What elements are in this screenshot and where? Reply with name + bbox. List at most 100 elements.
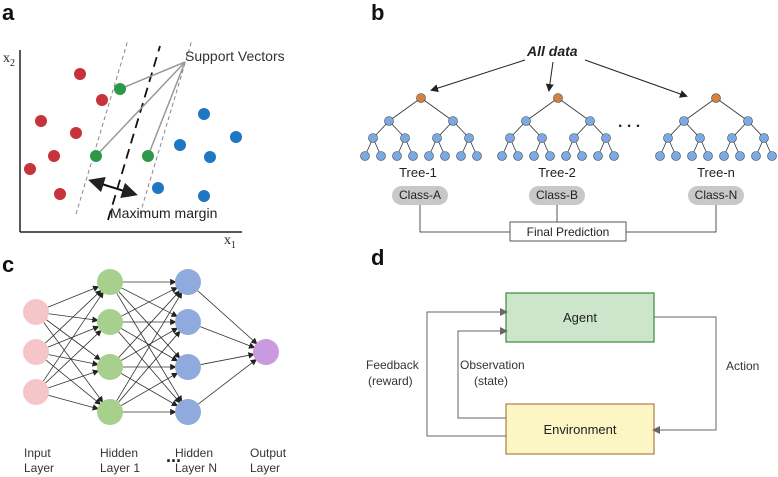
- support-vectors-label: Support Vectors: [185, 48, 285, 64]
- blue-point: [198, 190, 210, 202]
- tree-node: [687, 151, 697, 161]
- sv-pointer-3: [147, 61, 186, 157]
- tree-node: [601, 133, 611, 143]
- environment-label: Environment: [544, 422, 617, 437]
- class-n-box: [688, 186, 744, 205]
- tree-2-label: Tree-2: [538, 165, 576, 180]
- margin-boundary-left: [75, 39, 129, 215]
- tree-node: [655, 151, 665, 161]
- decision-tree-n: [655, 93, 777, 161]
- red-point: [96, 94, 108, 106]
- class-n-label: Class-N: [695, 188, 738, 202]
- tree-node: [448, 116, 458, 126]
- nn-connection: [48, 354, 99, 367]
- observation-label: Observation(state): [460, 358, 525, 388]
- svm-y-axis-label: x2: [3, 51, 15, 69]
- tree-edge: [683, 97, 717, 122]
- tree-node-selected: [553, 93, 563, 103]
- tree-node: [719, 151, 729, 161]
- all-data-arrow-2: [545, 61, 554, 92]
- rl-panel: Agent Environment Action Feedback(reward…: [366, 292, 759, 455]
- tree-node: [360, 151, 370, 161]
- nn-connection: [42, 291, 104, 382]
- nn-connection: [48, 395, 99, 411]
- hidden-n-neuron: [175, 269, 201, 295]
- final-prediction-label: Final Prediction: [527, 225, 610, 239]
- red-point: [70, 127, 82, 139]
- forest-panel: All data . . . Tree-1 Tree-2 Tree-n Clas…: [360, 43, 777, 242]
- tree-node: [679, 116, 689, 126]
- nn-connection: [116, 291, 183, 402]
- hidden-1-neuron: [97, 309, 123, 335]
- tree-node: [392, 151, 402, 161]
- nn-connection: [200, 352, 255, 365]
- panel-label-a: a: [2, 0, 15, 25]
- agent-box: [505, 292, 655, 343]
- tree-node: [577, 151, 587, 161]
- decision-boundary: [107, 45, 161, 221]
- max-margin-arrow: [88, 176, 138, 199]
- all-data-label: All data: [526, 43, 578, 59]
- sv-pointer-2: [95, 61, 186, 157]
- tree-edge: [557, 97, 591, 122]
- panel-label-d: d: [371, 245, 384, 270]
- hidden-n-neuron: [175, 354, 201, 380]
- nn-connection: [48, 369, 100, 389]
- panel-label-c: c: [2, 252, 14, 277]
- hidden-n-neuron: [175, 399, 201, 425]
- tree-node: [424, 151, 434, 161]
- margin-boundary-right: [139, 39, 193, 215]
- support-vector-point: [114, 83, 126, 95]
- tree-node: [456, 151, 466, 161]
- tree-node: [529, 151, 539, 161]
- svm-x-axis-label: x1: [224, 233, 236, 251]
- tree-node: [376, 151, 386, 161]
- feedback-label: Feedback(reward): [366, 358, 420, 388]
- tree-node: [703, 151, 713, 161]
- tree-node: [663, 133, 673, 143]
- nn-connections: [42, 278, 258, 416]
- nn-connection: [121, 372, 179, 406]
- output-neuron: [253, 339, 279, 365]
- tree-node: [759, 133, 769, 143]
- tree-node: [593, 151, 603, 161]
- class-a-label: Class-A: [399, 188, 441, 202]
- support-vector-point: [90, 150, 102, 162]
- tree-edge: [525, 97, 559, 122]
- hidden-1-neuron: [97, 399, 123, 425]
- nn-connection: [199, 326, 256, 349]
- tree-1-label: Tree-1: [399, 165, 437, 180]
- blue-point: [204, 151, 216, 163]
- tree-node: [743, 116, 753, 126]
- nn-connection: [121, 327, 179, 361]
- tree-node: [767, 151, 777, 161]
- environment-box: [505, 403, 655, 455]
- hidden-1-neuron: [97, 269, 123, 295]
- tree-node: [751, 151, 761, 161]
- input-neuron: [23, 379, 49, 405]
- tree-node-selected: [711, 93, 721, 103]
- tree-node: [585, 116, 595, 126]
- nn-connection: [198, 358, 257, 405]
- tree-node: [440, 151, 450, 161]
- panel-label-b: b: [371, 0, 384, 25]
- tree-node: [513, 151, 523, 161]
- input-neuron: [23, 299, 49, 325]
- red-point: [24, 163, 36, 175]
- tree-node: [671, 151, 681, 161]
- nn-connection: [45, 329, 102, 384]
- nn-connection: [46, 319, 101, 361]
- trees-ellipsis: . . .: [618, 114, 640, 131]
- action-label: Action: [726, 359, 759, 373]
- agent-label: Agent: [563, 310, 597, 325]
- blue-point: [198, 108, 210, 120]
- nn-connection: [43, 322, 104, 403]
- hidden-n-neuron: [175, 309, 201, 335]
- input-neuron: [23, 339, 49, 365]
